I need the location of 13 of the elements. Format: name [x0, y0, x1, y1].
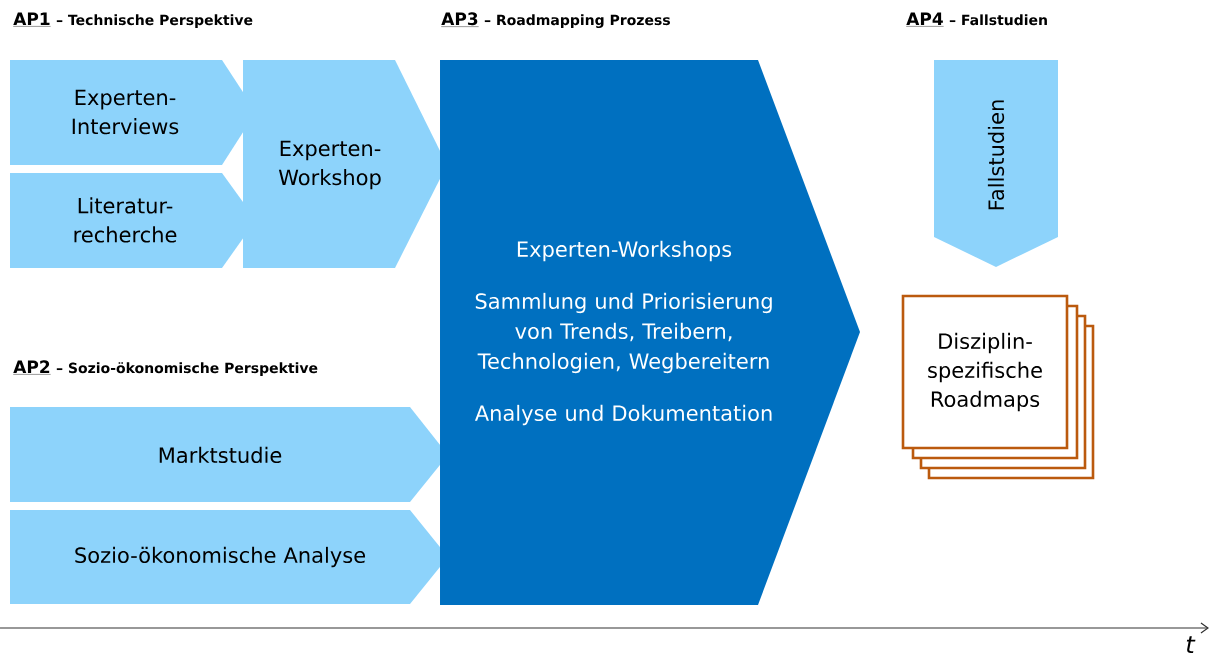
chevron-box: Literatur-recherche [10, 173, 256, 268]
section-heading: AP4 – Fallstudien [906, 12, 1047, 27]
section-heading: AP3 – Roadmapping Prozess [441, 12, 670, 28]
chevron-box: Experten-Workshops Sammlung und Priorisierung von Trends, Treibern, Technologien, Wegbereitern Analyse und Dokumentation [440, 60, 860, 605]
down-arrow-box: Fallstudien [934, 60, 1058, 267]
chevron-box: Marktstudie [10, 407, 448, 502]
chevron-box: Experten-Workshop [243, 60, 447, 268]
stacked-pages: Disziplin-spezifische Roadmaps [901, 294, 1095, 480]
chevron-box: Sozio-ökonomische Analyse [10, 510, 448, 604]
section-heading: AP1 – Technische Perspektive [13, 12, 253, 28]
axis-label: t [1186, 636, 1196, 653]
chevron-box: Experten-Interviews [10, 60, 256, 165]
section-heading: AP2 – Sozio-ökonomische Perspektive [13, 360, 318, 376]
